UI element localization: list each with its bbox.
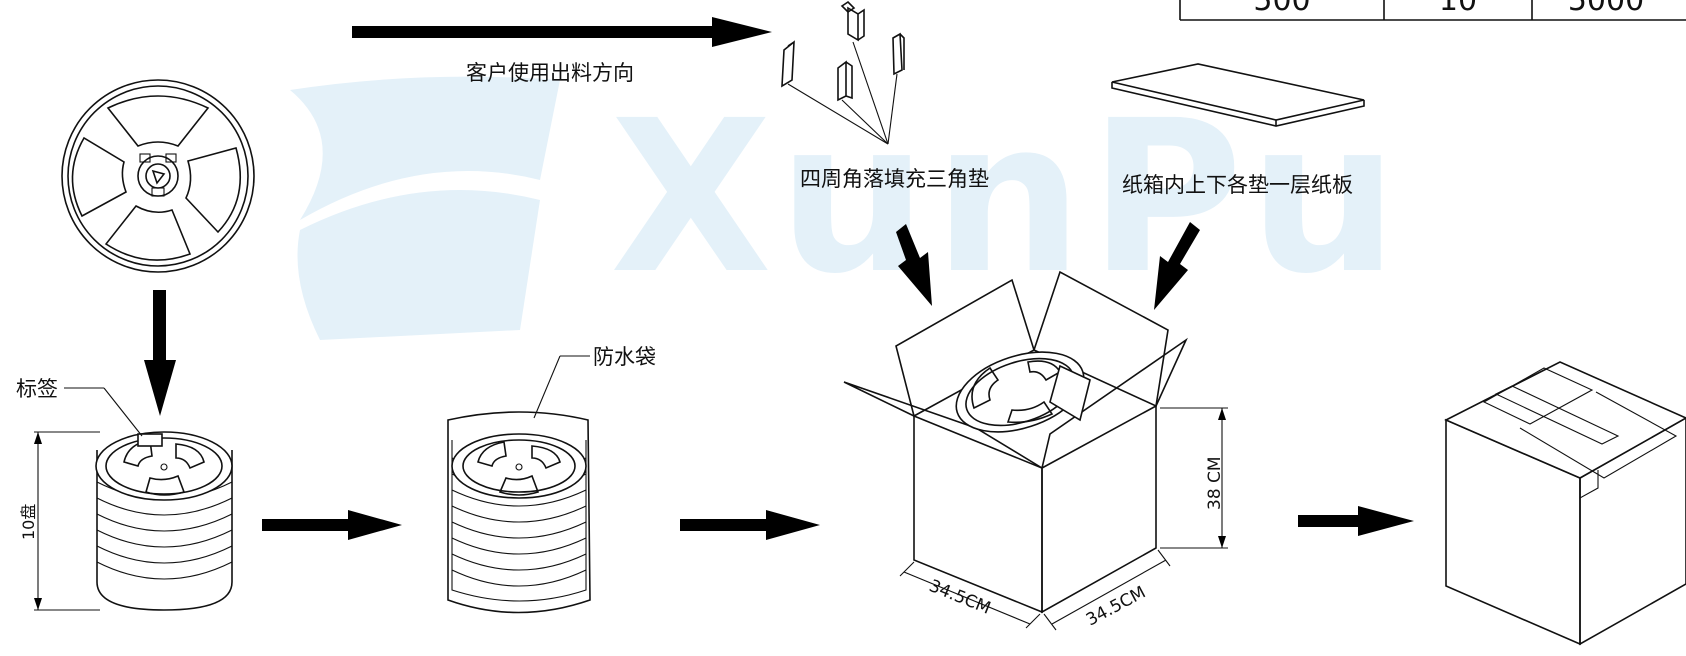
down-arrow-icon: [144, 290, 176, 416]
paperboard-icon: [1111, 63, 1365, 127]
waterproof-bag-text: 防水袋: [593, 345, 656, 369]
reel-stack-icon: [95, 431, 233, 611]
carton-width-left-label: 34.5CM: [926, 576, 993, 619]
right-arrow-icon: [680, 510, 820, 540]
label-tag-shape: [137, 433, 163, 447]
direction-label: 客户使用出料方向: [466, 61, 634, 85]
table-cell-total: 5000: [1568, 0, 1644, 18]
carton-height-dimension: 38 CM: [1160, 407, 1228, 549]
right-arrow-icon: [1298, 506, 1414, 536]
paperboard-label: 纸箱内上下各垫一层纸板: [1122, 173, 1353, 197]
waterproof-bag-callout: 防水袋: [533, 345, 656, 419]
corner-pads-label: 四周角落填充三角垫: [800, 167, 989, 191]
right-arrow-icon: [352, 17, 772, 47]
triangle-pad-icon: [781, 0, 905, 145]
table-cell-reel-qty: 500: [1253, 0, 1310, 18]
open-carton-icon: [843, 270, 1188, 614]
down-arrow-icon: [896, 224, 932, 306]
watermark-logo: XunPu: [290, 75, 1398, 341]
carton-width-right-label: 34.5CM: [1083, 583, 1149, 631]
reel-icon: [61, 79, 255, 273]
carton-width-right-dimension: 34.5CM: [1043, 549, 1171, 631]
bagged-stack-icon: [447, 411, 591, 614]
label-tag-text: 标签: [16, 377, 58, 401]
down-arrow-icon: [1154, 222, 1200, 310]
carton-height-label: 38 CM: [1205, 456, 1225, 510]
right-arrow-icon: [262, 510, 402, 540]
table-cell-reels: 10: [1439, 0, 1477, 18]
stack-height-dimension: 10盘: [19, 431, 100, 611]
sealed-carton-icon: [1444, 361, 1686, 646]
carton-width-left-dimension: 34.5CM: [899, 561, 1041, 629]
reel-count-label: 10盘: [19, 504, 38, 540]
label-tag-callout: 标签: [16, 377, 143, 437]
quantity-table: 500 10 5000: [1179, 0, 1686, 21]
watermark-emblem: [290, 76, 560, 341]
